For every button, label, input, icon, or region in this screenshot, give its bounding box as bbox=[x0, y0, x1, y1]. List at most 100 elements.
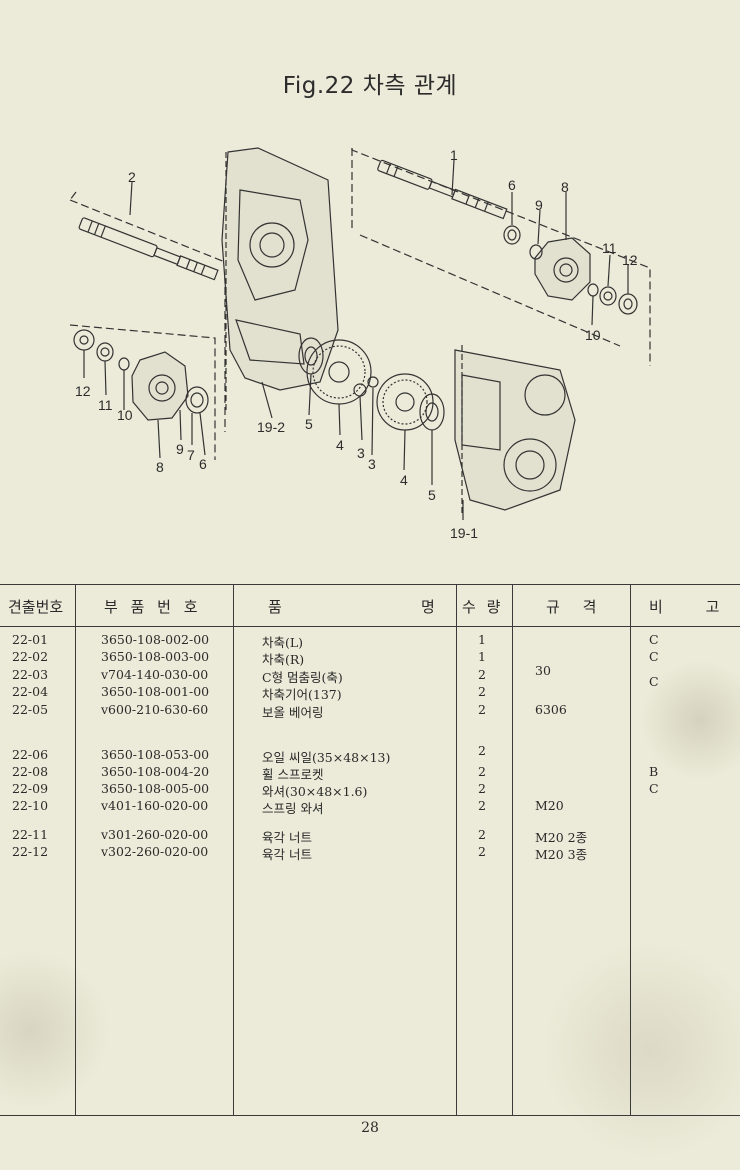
table-row: 22-04 3650-108-001-00 차축기어(137) 2 bbox=[0, 684, 740, 702]
table-row: 22-09 3650-108-005-00 와셔(30×48×1.6) 2 C bbox=[0, 781, 740, 799]
table-row: 22-11 v301-260-020-00 육각 너트 2 M20 2종 bbox=[0, 827, 740, 845]
row-spec: M20 3종 bbox=[535, 847, 588, 862]
exploded-axle-diagram: 1 2 6 9 8 11 12 10 12 11 10 8 9 7 6 19-2… bbox=[69, 147, 651, 541]
row-qty: 2 bbox=[478, 798, 486, 813]
row-part: 3650-108-003-00 bbox=[101, 649, 210, 664]
row-part: v301-260-020-00 bbox=[101, 827, 209, 842]
callout-10: 10 bbox=[117, 407, 133, 423]
row-part: 3650-108-005-00 bbox=[101, 781, 210, 796]
callout-11: 11 bbox=[98, 397, 113, 413]
row-no: 22-02 bbox=[12, 649, 49, 664]
row-name: 휠 스프로켓 bbox=[262, 767, 324, 782]
row-name: 육각 너트 bbox=[262, 830, 312, 845]
left-axle bbox=[78, 217, 219, 281]
row-no: 22-06 bbox=[12, 747, 49, 762]
row-qty: 1 bbox=[478, 632, 486, 647]
row-part: 3650-108-001-00 bbox=[101, 684, 210, 699]
callout-8: 8 bbox=[561, 179, 569, 195]
row-part: v302-260-020-00 bbox=[101, 844, 209, 859]
row-qty: 2 bbox=[478, 764, 486, 779]
row-name: 차축기어(137) bbox=[262, 687, 342, 702]
callout-11: 11 bbox=[602, 240, 617, 256]
table-row: 22-03 v704-140-030-00 C형 멈춤링(축) 2 30 C bbox=[0, 663, 740, 689]
row-name: 오일 씨일(35×48×13) bbox=[262, 750, 391, 765]
callout-19-2: 19-2 bbox=[257, 419, 285, 435]
row-name: 스프링 와셔 bbox=[262, 801, 324, 816]
row-part: 3650-108-053-00 bbox=[101, 747, 210, 762]
callout-8: 8 bbox=[156, 459, 164, 475]
row-qty: 2 bbox=[478, 684, 486, 699]
callout-3: 3 bbox=[357, 445, 365, 461]
row-note: C bbox=[649, 632, 659, 647]
row-qty: 2 bbox=[478, 827, 486, 842]
row-name: C형 멈춤링(축) bbox=[262, 670, 343, 685]
callout-3: 3 bbox=[368, 456, 376, 472]
row-qty: 2 bbox=[478, 667, 486, 682]
row-spec: 6306 bbox=[535, 702, 567, 717]
row-no: 22-09 bbox=[12, 781, 49, 796]
header-name-right: 명 bbox=[421, 598, 435, 616]
callout-6: 6 bbox=[508, 177, 516, 193]
callout-5: 5 bbox=[305, 416, 313, 432]
table-row: 22-10 v401-160-020-00 스프링 와셔 2 M20 bbox=[0, 798, 740, 816]
table-row: 22-01 3650-108-002-00 차축(L) 1 C bbox=[0, 632, 740, 650]
row-name: 차축(R) bbox=[262, 652, 305, 667]
row-name: 차축(L) bbox=[262, 635, 304, 650]
row-no: 22-01 bbox=[12, 632, 49, 647]
header-part-number: 부 품 번 호 bbox=[104, 598, 198, 616]
row-no: 22-04 bbox=[12, 684, 49, 699]
table-row: 22-12 v302-260-020-00 육각 너트 2 M20 3종 bbox=[0, 844, 740, 862]
row-qty: 2 bbox=[478, 743, 486, 758]
parts-table: 견출번호 부 품 번 호 품 명 수 량 규 격 비 고 22-01 3650-… bbox=[0, 584, 740, 1116]
row-name: 육각 너트 bbox=[262, 847, 312, 862]
callout-12: 12 bbox=[622, 252, 638, 268]
callout-4: 4 bbox=[336, 437, 344, 453]
row-part: v704-140-030-00 bbox=[101, 667, 209, 682]
row-part: v600-210-630-60 bbox=[101, 702, 209, 717]
table-row: 22-08 3650-108-004-20 휠 스프로켓 2 B bbox=[0, 764, 740, 782]
row-part: 3650-108-002-00 bbox=[101, 632, 210, 647]
header-no: 견출번호 bbox=[8, 598, 64, 616]
header-quantity: 수 량 bbox=[462, 598, 501, 616]
row-spec: 30 bbox=[535, 663, 551, 678]
row-note: B bbox=[649, 764, 659, 779]
row-name: 와셔(30×48×1.6) bbox=[262, 784, 368, 799]
table-row: 22-05 v600-210-630-60 보올 베어링 2 6306 bbox=[0, 702, 740, 720]
row-note: C bbox=[649, 674, 659, 689]
callout-5: 5 bbox=[428, 487, 436, 503]
row-no: 22-11 bbox=[12, 827, 49, 842]
row-qty: 2 bbox=[478, 781, 486, 796]
callout-19-1: 19-1 bbox=[450, 525, 478, 541]
row-part: v401-160-020-00 bbox=[101, 798, 209, 813]
callout-12: 12 bbox=[75, 383, 91, 399]
row-name: 보올 베어링 bbox=[262, 705, 324, 720]
page-number: 28 bbox=[361, 1120, 379, 1136]
header-spec: 규 격 bbox=[546, 598, 597, 616]
header-name-left: 품 bbox=[268, 598, 282, 616]
callout-2: 2 bbox=[128, 169, 136, 185]
row-no: 22-05 bbox=[12, 702, 49, 717]
table-row: 22-02 3650-108-003-00 차축(R) 1 C bbox=[0, 649, 740, 667]
callout-6: 6 bbox=[199, 456, 207, 472]
callout-10: 10 bbox=[585, 327, 601, 343]
row-qty: 2 bbox=[478, 844, 486, 859]
row-no: 22-10 bbox=[12, 798, 49, 813]
row-qty: 1 bbox=[478, 649, 486, 664]
callout-7: 7 bbox=[187, 447, 195, 463]
right-axle bbox=[377, 159, 508, 220]
callout-9: 9 bbox=[535, 197, 543, 213]
row-spec: M20 bbox=[535, 798, 564, 813]
row-note: C bbox=[649, 781, 659, 796]
row-no: 22-03 bbox=[12, 667, 49, 682]
figure-title: Fig.22 차측 관계 bbox=[282, 73, 458, 99]
row-spec: M20 2종 bbox=[535, 830, 588, 845]
callout-9: 9 bbox=[176, 441, 184, 457]
callout-4: 4 bbox=[400, 472, 408, 488]
table-row: 22-06 3650-108-053-00 오일 씨일(35×48×13) 2 bbox=[0, 743, 740, 765]
row-qty: 2 bbox=[478, 702, 486, 717]
row-no: 22-12 bbox=[12, 844, 49, 859]
row-no: 22-08 bbox=[12, 764, 49, 779]
callout-1: 1 bbox=[450, 147, 458, 163]
header-note: 비 고 bbox=[649, 598, 720, 616]
